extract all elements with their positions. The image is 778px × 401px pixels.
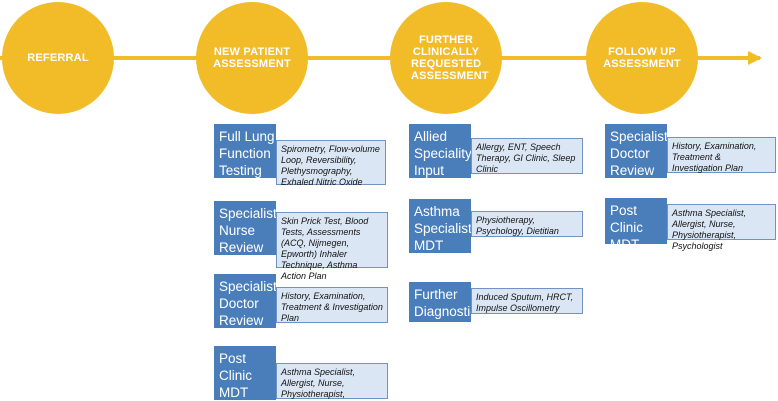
card-further-diagnostics: Further Diagnostics (409, 282, 484, 322)
timeline-arrow-head (748, 51, 762, 65)
card-title: Full Lung Function Testing (219, 129, 275, 178)
stage-referral: REFERRAL (2, 2, 114, 114)
stage-follow-up-assessment: FOLLOW UP ASSESSMENT (586, 2, 698, 114)
note-post-clinic-mdt: Asthma Specialist, Allergist, Nurse, Phy… (276, 363, 388, 401)
note-detail: Asthma Specialist, Allergist, Nurse, Phy… (281, 367, 356, 401)
card-specialist-doctor-review: Specialist Doctor Review (214, 274, 277, 328)
note-detail: History, Examination, Treatment & Invest… (281, 291, 383, 323)
stage-label: FOLLOW UP ASSESSMENT (603, 46, 681, 70)
stage-label: FURTHER CLINICALLY REQUESTED ASSESSMENT (411, 34, 489, 82)
note-further-diagnostics: Induced Sputum, HRCT, Impulse Oscillomet… (471, 288, 583, 314)
card-title: Specialist Nurse Review (219, 206, 277, 255)
card-allied-speciality-input: Allied Speciality Input (409, 124, 472, 178)
card-full-lung-function: Full Lung Function Testing (214, 124, 276, 178)
card-title: Post Clinic MDT (610, 203, 644, 252)
card-asthma-specialist-mdt-input: Asthma Specialist MDT Input (409, 199, 472, 270)
note-follow-up-doctor-review: History, Examination, Treatment & Invest… (667, 137, 776, 173)
card-post-clinic-mdt: Post Clinic MDT (214, 346, 276, 400)
note-specialist-doctor-review: History, Examination, Treatment & Invest… (276, 287, 388, 323)
note-allied-speciality-input: Allergy, ENT, Speech Therapy, GI Clinic,… (471, 138, 583, 174)
card-specialist-nurse-review: Specialist Nurse Review (214, 201, 277, 255)
note-detail: Induced Sputum, HRCT, Impulse Oscillomet… (476, 292, 574, 313)
card-title: Specialist Doctor Review (610, 129, 668, 178)
card-title: Allied Speciality Input (414, 129, 472, 178)
note-follow-up-post-clinic-mdt: Asthma Specialist, Allergist, Nurse, Phy… (667, 204, 776, 251)
timeline-arrow-shaft (0, 56, 760, 60)
note-detail: Allergy, ENT, Speech Therapy, GI Clinic,… (476, 142, 576, 174)
note-detail: Skin Prick Test, Blood Tests, Assessment… (281, 216, 369, 281)
note-asthma-specialist-mdt-input: Physiotherapy, Psychology, Dietitian (471, 211, 583, 237)
note-detail: History, Examination, Treatment & Invest… (672, 141, 757, 173)
note-detail: Spirometry, Flow-volume Loop, Reversibil… (281, 144, 380, 187)
card-title: Further Diagnostics (414, 287, 484, 319)
card-title: Post Clinic MDT (219, 351, 253, 400)
card-follow-up-post-clinic-mdt: Post Clinic MDT (605, 198, 667, 252)
note-specialist-nurse-review: Skin Prick Test, Blood Tests, Assessment… (276, 212, 388, 281)
card-title: Asthma Specialist MDT Input (414, 204, 472, 270)
card-follow-up-doctor-review: Specialist Doctor Review (605, 124, 668, 178)
stage-label: REFERRAL (27, 52, 89, 64)
card-title: Specialist Doctor Review (219, 279, 277, 328)
note-detail: Asthma Specialist, Allergist, Nurse, Phy… (672, 208, 747, 251)
note-full-lung-function: Spirometry, Flow-volume Loop, Reversibil… (276, 140, 386, 187)
stage-new-patient-assessment: NEW PATIENT ASSESSMENT (196, 2, 308, 114)
stage-further-assessment: FURTHER CLINICALLY REQUESTED ASSESSMENT (390, 2, 502, 114)
note-detail: Physiotherapy, Psychology, Dietitian (476, 215, 559, 236)
stage-label: NEW PATIENT ASSESSMENT (213, 46, 291, 70)
